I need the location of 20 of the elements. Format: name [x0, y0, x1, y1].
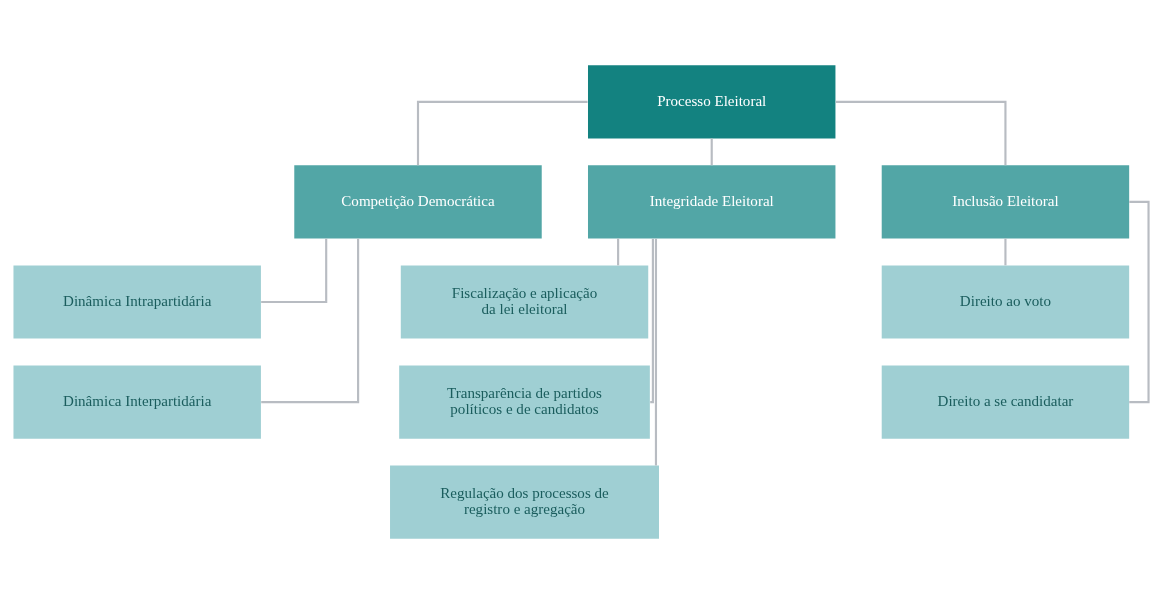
node-box: Processo Eleitoral — [588, 64, 836, 138]
node-box: Transparência de partidos políticos e de candidatos — [399, 365, 650, 439]
node-box: Competição Democrática — [294, 164, 542, 238]
node-box: Dinâmica Intrapartidária — [13, 264, 261, 339]
connector — [261, 238, 328, 303]
node-box: Inclusão Eleitoral — [881, 164, 1130, 238]
connector — [710, 138, 713, 165]
connector — [835, 100, 1007, 165]
node-box: Dinâmica Interpartidária — [13, 365, 261, 439]
connector — [617, 238, 620, 265]
node-box: Direito a se candidatar — [881, 365, 1130, 439]
connector — [1004, 238, 1007, 265]
connector — [654, 238, 658, 465]
connector — [261, 238, 360, 403]
connector — [650, 238, 654, 403]
connector — [416, 100, 588, 165]
node-box: Fiscalização e aplicação da lei eleitoral — [400, 264, 649, 339]
node-box: Integridade Eleitoral — [588, 164, 836, 238]
node-box: Direito ao voto — [881, 264, 1130, 339]
node-box: Regulação dos processos de registro e agregação — [390, 465, 659, 539]
